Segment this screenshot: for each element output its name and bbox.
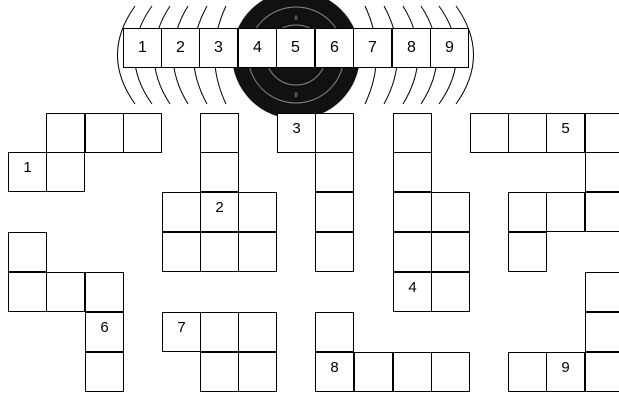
grid-cell[interactable] [200, 152, 239, 192]
grid-cell[interactable] [585, 113, 619, 153]
grid-cell[interactable] [393, 113, 432, 153]
clue-number: 4 [394, 279, 431, 296]
grid-cell[interactable] [393, 232, 432, 272]
key-cell[interactable]: 5 [276, 28, 315, 68]
key-number: 2 [176, 39, 185, 57]
grid-cell[interactable] [238, 352, 277, 392]
key-cell[interactable]: 2 [161, 28, 200, 68]
grid-cell[interactable] [238, 232, 277, 272]
grid-cell[interactable] [238, 192, 277, 232]
key-cell[interactable]: 7 [353, 28, 392, 68]
grid-cell[interactable] [315, 113, 354, 153]
grid-cell[interactable] [238, 312, 277, 352]
grid-cell[interactable] [46, 152, 85, 192]
grid-cell[interactable] [393, 352, 432, 392]
grid-cell[interactable] [585, 192, 619, 232]
grid-cell[interactable] [393, 152, 432, 192]
grid-cell[interactable] [315, 192, 354, 232]
grid-cell-numbered[interactable]: 3 [277, 113, 316, 153]
key-number: 3 [214, 39, 223, 57]
grid-cell-numbered[interactable]: 4 [393, 272, 432, 312]
grid-cell[interactable] [200, 232, 239, 272]
grid-cell[interactable] [431, 192, 470, 232]
key-cell[interactable]: 9 [430, 28, 469, 68]
grid-cell-numbered[interactable]: 9 [546, 352, 585, 392]
grid-cell[interactable] [585, 272, 619, 312]
grid-cell-numbered[interactable]: 1 [8, 152, 47, 192]
key-number: 6 [330, 39, 339, 57]
grid-cell-numbered[interactable]: 6 [85, 312, 124, 352]
key-number: 9 [445, 39, 454, 57]
grid-cell[interactable] [200, 352, 239, 392]
grid-cell-numbered[interactable]: 5 [546, 113, 585, 153]
clue-number: 8 [316, 359, 353, 376]
grid-cell-numbered[interactable]: 8 [315, 352, 354, 392]
key-cell[interactable]: 6 [315, 28, 354, 68]
grid-cell[interactable] [85, 272, 124, 312]
grid-cell[interactable] [200, 113, 239, 153]
key-cell[interactable]: 8 [392, 28, 431, 68]
grid-cell[interactable] [46, 113, 85, 153]
key-number: 5 [291, 39, 300, 57]
grid-cell[interactable] [315, 232, 354, 272]
key-number: 4 [253, 39, 262, 57]
grid-cell[interactable] [354, 352, 393, 392]
key-number: 8 [407, 39, 416, 57]
grid-cell[interactable] [123, 113, 162, 153]
clue-number: 5 [547, 120, 584, 137]
grid-cell[interactable] [585, 152, 619, 192]
grid-cell[interactable] [315, 152, 354, 192]
key-cell[interactable]: 1 [123, 28, 162, 68]
clue-number: 7 [163, 319, 200, 336]
grid-cell[interactable] [508, 192, 547, 232]
grid-cell[interactable] [8, 272, 47, 312]
grid-cell[interactable] [200, 312, 239, 352]
clue-number: 2 [201, 199, 238, 216]
grid-cell[interactable] [470, 113, 509, 153]
grid-cell[interactable] [162, 192, 201, 232]
grid-cell[interactable] [8, 232, 47, 272]
grid-cell[interactable] [508, 232, 547, 272]
grid-cell[interactable] [393, 192, 432, 232]
grid-cell-numbered[interactable]: 7 [162, 312, 201, 352]
grid-cell[interactable] [315, 312, 354, 352]
grid-cell[interactable] [162, 232, 201, 272]
key-cell[interactable]: 3 [199, 28, 238, 68]
grid-cell[interactable] [85, 113, 124, 153]
grid-cell[interactable] [431, 352, 470, 392]
key-cell[interactable]: 4 [238, 28, 277, 68]
clue-number: 6 [86, 319, 123, 336]
grid-cell-numbered[interactable]: 2 [200, 192, 239, 232]
key-number: 7 [368, 39, 377, 57]
grid-cell[interactable] [46, 272, 85, 312]
grid-cell[interactable] [85, 352, 124, 392]
grid-cell[interactable] [508, 113, 547, 153]
grid-cell[interactable] [508, 352, 547, 392]
clue-number: 3 [278, 120, 315, 137]
grid-cell[interactable] [546, 192, 585, 232]
clue-number: 9 [547, 359, 584, 376]
grid-cell[interactable] [431, 232, 470, 272]
grid-cell[interactable] [431, 272, 470, 312]
grid-cell[interactable] [585, 312, 619, 352]
clue-number: 1 [9, 159, 46, 176]
grid-cell[interactable] [585, 352, 619, 392]
key-number: 1 [138, 39, 147, 57]
